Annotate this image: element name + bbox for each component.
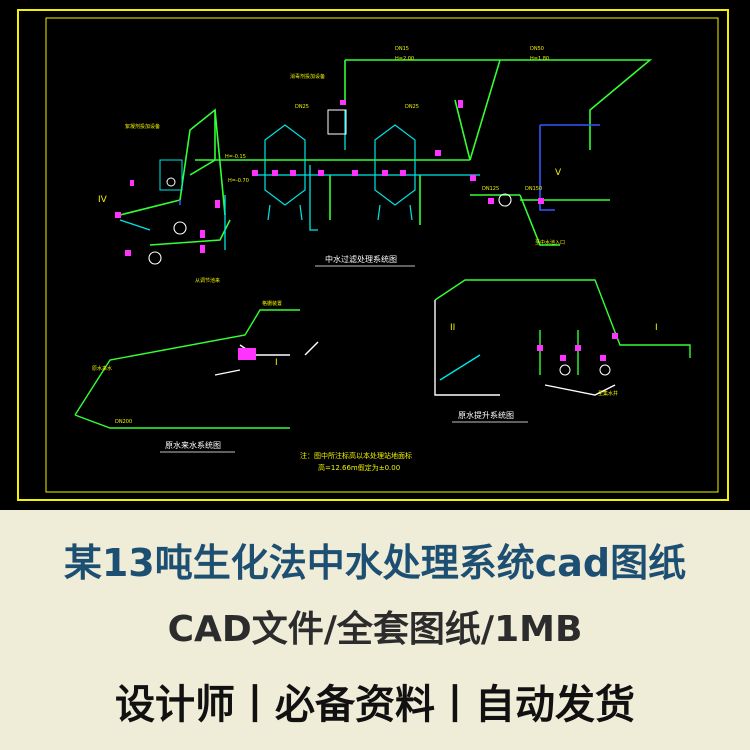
lift-pump-2	[599, 364, 611, 376]
pipe-dn125: DN125	[482, 186, 499, 192]
disinfect-tank	[327, 109, 347, 135]
note-line-1: 注：图中所注标高以本处理站地面标	[300, 451, 412, 460]
lower-right-title: 原水提升系统图	[458, 410, 514, 420]
outer-frame	[17, 9, 729, 501]
pump-1	[173, 221, 187, 235]
pipe-dn50: DN50	[530, 46, 544, 52]
label-to-pool: 至中水池入口	[535, 239, 565, 246]
lower-left-title: 原水来水系统图	[165, 440, 221, 450]
elev-c: H=2.00	[395, 56, 414, 62]
pipe-dn200: DN200	[115, 419, 132, 425]
pipe-dn25-b: DN25	[405, 104, 419, 110]
pipe-dn25-a: DN25	[295, 104, 309, 110]
grille-device	[238, 348, 256, 360]
roman-I-lower: I	[275, 358, 278, 368]
promo-banner: 某13吨生化法中水处理系统cad图纸 CAD文件/全套图纸/1MB 设计师丨必备…	[0, 510, 750, 750]
banner-title: 某13吨生化法中水处理系统cad图纸	[63, 541, 687, 585]
upper-filtration-system	[115, 59, 653, 265]
dosing-tank	[159, 159, 183, 191]
pump-2	[148, 251, 162, 265]
banner-tagline: 设计师丨必备资料丨自动发货	[115, 682, 635, 728]
cad-drawing: IV V 絮凝剂投加设备 消毒剂投加设备 DN25 DN25 DN15 DN50…	[0, 0, 750, 510]
inner-frame	[45, 17, 719, 493]
roman-IV: IV	[98, 195, 108, 205]
elev-a: H=-0.15	[225, 154, 246, 160]
roman-II: II	[450, 323, 455, 333]
elev-b: H=-0.70	[228, 178, 249, 184]
label-from-reg: 从调节池来	[195, 277, 220, 284]
banner-subtitle: CAD文件/全套图纸/1MB	[167, 609, 583, 650]
raw-lift-system	[434, 279, 691, 396]
pipe-dn15: DN15	[395, 46, 409, 52]
label-pump-pit: 至集水井	[598, 390, 618, 397]
upper-title: 中水过滤处理系统图	[325, 254, 397, 264]
pipe-dn150: DN150	[525, 186, 542, 192]
roman-V: V	[555, 168, 562, 178]
cad-drawing-svg: IV V 絮凝剂投加设备 消毒剂投加设备 DN25 DN25 DN15 DN50…	[17, 9, 729, 501]
roman-I-right: I	[655, 323, 658, 333]
note-line-2: 高=12.66m假定为±0.00	[318, 463, 400, 472]
label-grille: 格栅装置	[262, 300, 282, 307]
filter-tank-1	[264, 124, 306, 206]
elev-d: H=1.80	[530, 56, 549, 62]
filter-tank-2	[374, 124, 416, 206]
label-dosing: 絮凝剂投加设备	[125, 123, 160, 130]
pump-3	[498, 193, 512, 207]
lift-pump-1	[559, 364, 571, 376]
label-disinfect: 消毒剂投加设备	[290, 73, 325, 80]
label-raw-in: 原水来水	[92, 365, 112, 372]
